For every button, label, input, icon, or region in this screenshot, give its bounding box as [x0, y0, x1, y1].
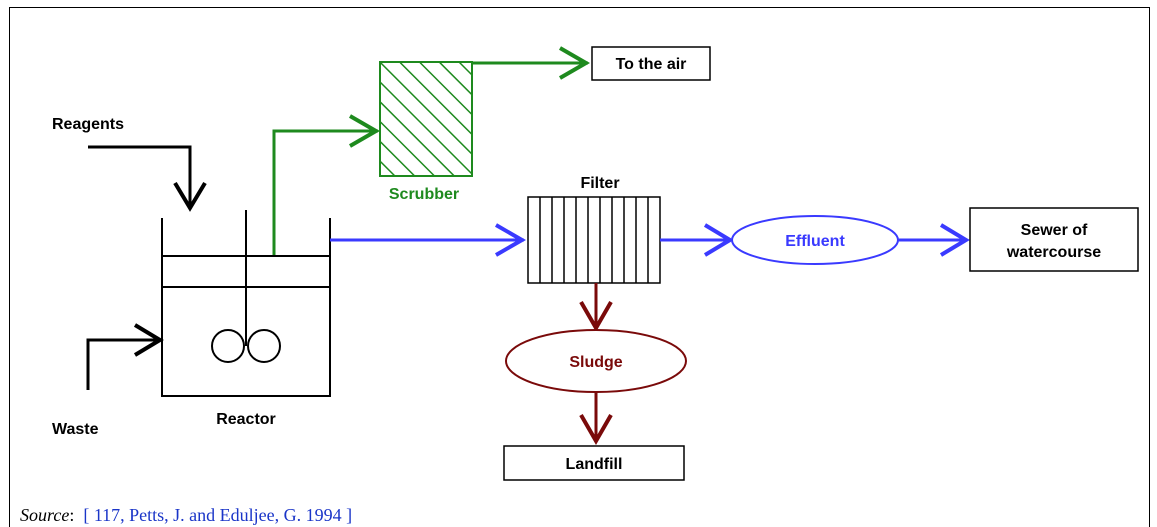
effluent-label: Effluent	[785, 233, 845, 250]
gas-to-scrubber-arrow	[272, 114, 381, 255]
landfill-label: Landfill	[566, 456, 623, 473]
landfill-box	[503, 445, 685, 481]
sludge-to-landfill-arrow	[579, 392, 613, 446]
sewer-label-line2: watercourse	[1006, 244, 1101, 261]
scrubber-label: Scrubber	[389, 186, 459, 203]
reagents-label: Reagents	[52, 116, 124, 133]
sewer-label-line1: Sewer of	[1021, 222, 1088, 239]
source-citation: Source: [ 117, Petts, J. and Eduljee, G.…	[20, 505, 352, 526]
sludge-label: Sludge	[569, 354, 622, 371]
to-the-air-label: To the air	[616, 56, 687, 73]
scrubber-to-air-arrow	[472, 46, 591, 80]
reactor-label: Reactor	[216, 411, 276, 428]
filter-box	[527, 196, 661, 284]
source-reference-link[interactable]: [ 117, Petts, J. and Eduljee, G. 1994 ]	[83, 505, 353, 525]
scrubber-box	[379, 61, 473, 177]
reagents-arrow	[88, 145, 207, 212]
reactor-to-filter-arrow	[330, 223, 527, 257]
to-the-air-box	[591, 46, 711, 81]
source-prefix: Source	[20, 505, 70, 525]
source-separator: :	[69, 505, 75, 525]
filter-to-effluent-arrow	[660, 223, 734, 257]
sewer-box	[969, 207, 1139, 272]
waste-label: Waste	[52, 421, 99, 438]
diagram-frame	[9, 7, 1150, 527]
filter-to-sludge-arrow	[579, 283, 613, 333]
reactor-vessel	[161, 210, 331, 397]
waste-arrow	[86, 323, 164, 390]
effluent-to-sewer-arrow	[898, 223, 970, 257]
filter-label: Filter	[580, 175, 619, 192]
